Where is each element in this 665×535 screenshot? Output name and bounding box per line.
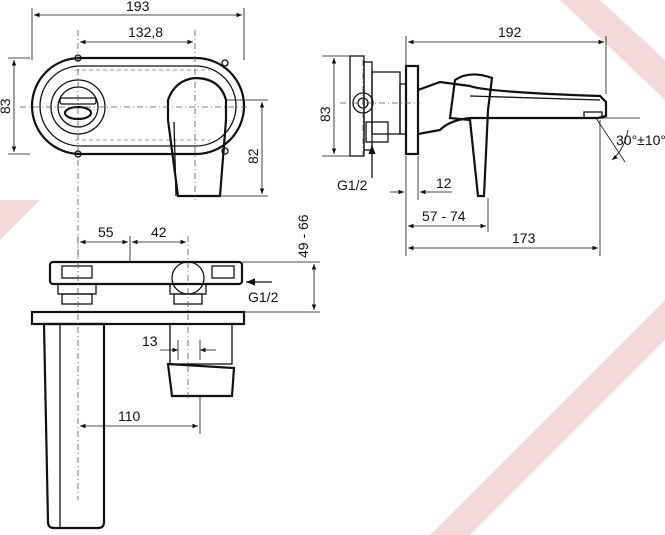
dim-82: 82 — [245, 148, 261, 164]
top-view — [30, 236, 246, 530]
dim-110: 110 — [118, 408, 141, 424]
dim-13: 13 — [142, 333, 158, 349]
dim-192: 192 — [498, 24, 522, 40]
dim-57-74: 57 - 74 — [422, 208, 466, 224]
front-view — [20, 30, 250, 258]
label-g12-top: G1/2 — [248, 289, 279, 305]
label-g12-side: G1/2 — [337, 177, 368, 193]
dim-173: 173 — [512, 230, 536, 246]
dim-angle: 30°±10° — [616, 132, 665, 148]
dim-42: 42 — [151, 224, 167, 240]
top-dims: 55 42 49 - 66 G1/2 13 110 — [80, 214, 320, 434]
dim-83-front: 83 — [0, 98, 13, 114]
dim-55: 55 — [98, 224, 114, 240]
front-dims: 193 132,8 83 82 — [0, 0, 268, 197]
dim-49-66: 49 - 66 — [295, 214, 311, 258]
side-dims: 192 83 G1/2 12 57 - 74 173 30°±10° — [317, 24, 665, 256]
dim-193: 193 — [126, 0, 150, 14]
side-view — [340, 55, 608, 198]
dim-132-8: 132,8 — [128, 24, 163, 40]
dim-12: 12 — [436, 175, 452, 191]
dim-83-side: 83 — [317, 106, 333, 122]
